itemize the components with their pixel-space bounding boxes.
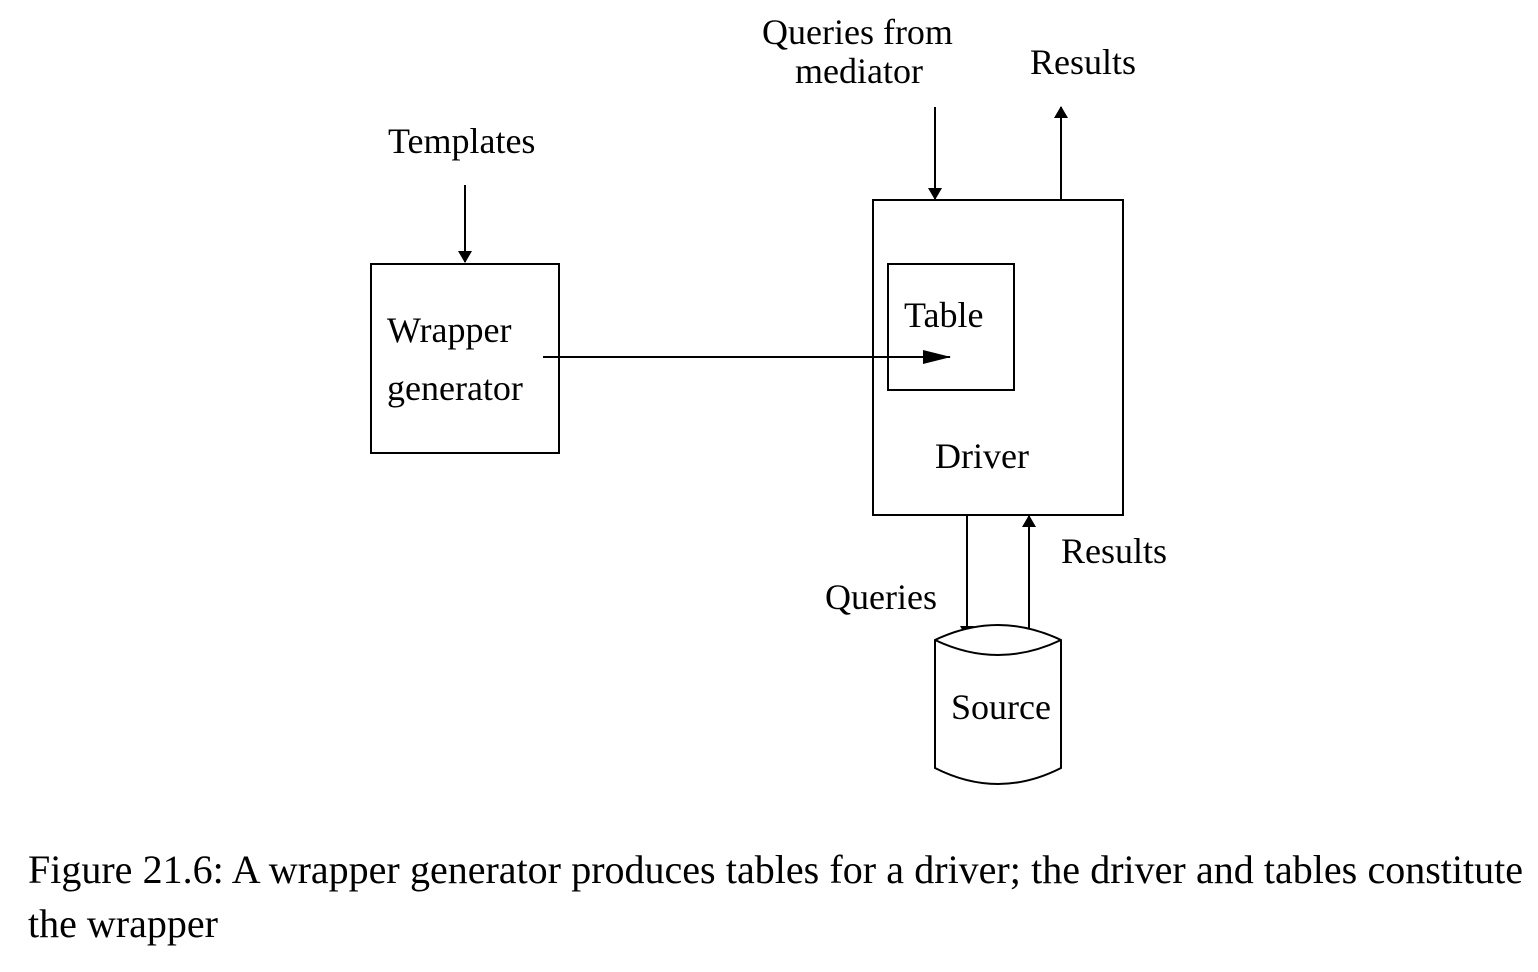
queries-from-mediator-label-line2: mediator	[795, 51, 923, 91]
wrapper-generator-box	[370, 263, 560, 454]
wrapper-generator-label-line2: generator	[387, 368, 523, 408]
wrapper-architecture-diagram: Templates Wrapper generator Queries from…	[370, 12, 1167, 785]
table-box	[887, 263, 1015, 391]
driver-label: Driver	[935, 436, 1029, 476]
queries-from-mediator-label-line1: Queries from	[762, 12, 953, 52]
results-bottom-label: Results	[1061, 531, 1167, 571]
figure-caption: Figure 21.6: A wrapper generator produce…	[28, 847, 1523, 946]
source-label: Source	[951, 687, 1051, 727]
wrapper-generator-label-line1: Wrapper	[387, 310, 511, 350]
results-top-label: Results	[1030, 42, 1136, 82]
queries-bottom-label: Queries	[825, 577, 937, 617]
templates-label: Templates	[388, 121, 535, 161]
source-cylinder	[934, 624, 1062, 785]
table-label: Table	[904, 295, 983, 335]
driver-box	[872, 199, 1124, 516]
